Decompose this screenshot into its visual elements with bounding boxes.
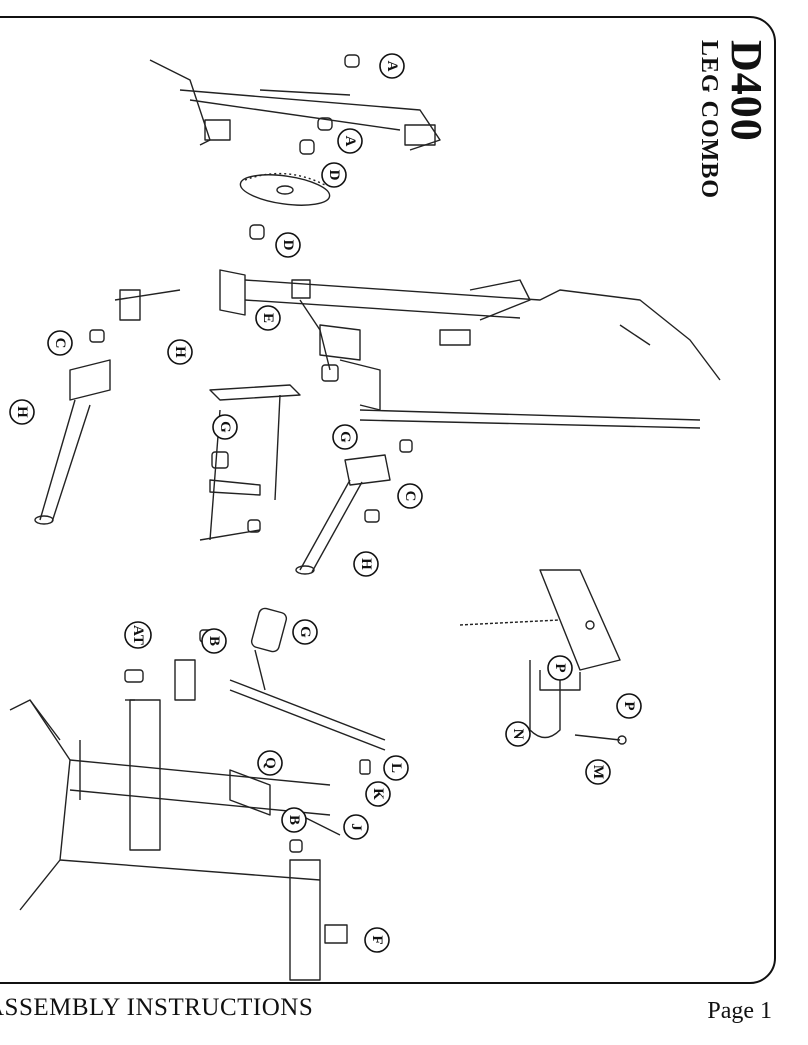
bench-frame <box>9 629 348 981</box>
callout-text: G <box>337 431 353 443</box>
callout-l: L <box>383 755 409 781</box>
callout-text: P <box>552 663 568 672</box>
callout-text: E <box>260 313 276 323</box>
left-leg-arm <box>34 289 181 525</box>
callout-text: C <box>52 338 68 349</box>
callout-c2: C <box>397 483 423 509</box>
callout-at: AT <box>124 621 152 649</box>
callout-text: B <box>206 636 222 646</box>
callout-d2: D <box>275 232 301 258</box>
callout-text: A <box>384 61 400 72</box>
callout-text: H <box>358 558 374 570</box>
adjustment-lever <box>459 569 621 691</box>
callout-a1: A <box>379 53 405 79</box>
seat-bracket <box>174 659 196 701</box>
callout-text: K <box>370 788 386 800</box>
callout-j: J <box>343 814 369 840</box>
callout-p2: P <box>616 693 642 719</box>
pin-m <box>574 734 621 741</box>
callout-g1: G <box>212 414 238 440</box>
page-number: Page 1 <box>707 998 772 1024</box>
callout-h1: H <box>167 339 193 365</box>
callout-p1: P <box>547 655 573 681</box>
long-rod <box>229 607 386 775</box>
callout-text: B <box>286 815 302 825</box>
callout-f: F <box>364 927 390 953</box>
callout-text: F <box>369 935 385 944</box>
callout-b1: B <box>201 628 227 654</box>
callout-m: M <box>585 759 611 785</box>
callout-text: AT <box>130 625 146 645</box>
callout-text: P <box>621 701 637 710</box>
back-upright-frame <box>149 59 441 151</box>
callout-h3: H <box>353 551 379 577</box>
callout-n: N <box>505 721 531 747</box>
callout-labels: A A D D E C H H G G C H G B AT L K Q J B… <box>9 53 642 953</box>
bracket-q <box>229 769 271 816</box>
callout-text: L <box>388 763 404 773</box>
callout-e: E <box>255 305 281 331</box>
right-leg-arm <box>295 439 413 575</box>
footer-section-title: ASSEMBLY INSTRUCTIONS <box>0 994 314 1021</box>
callout-text: H <box>14 406 30 418</box>
weight-plate <box>239 172 331 206</box>
callout-text: D <box>326 170 342 181</box>
callout-a2: A <box>337 128 363 154</box>
callout-text: M <box>590 765 606 779</box>
callout-g2: G <box>332 424 358 450</box>
callout-text: H <box>172 346 188 358</box>
bushing-d-bottom <box>249 224 265 240</box>
callout-g3: G <box>292 619 318 645</box>
callout-k: K <box>365 781 391 807</box>
callout-text: J <box>348 823 364 831</box>
callout-text: D <box>280 240 296 251</box>
callout-text: C <box>402 491 418 502</box>
callout-text: G <box>297 626 313 638</box>
callout-h2: H <box>9 399 35 425</box>
callout-text: N <box>510 729 526 740</box>
page-border <box>0 16 776 984</box>
main-frame <box>219 269 721 429</box>
callout-b2: B <box>281 807 307 833</box>
callout-text: A <box>342 136 358 147</box>
callout-d1: D <box>321 162 347 188</box>
nut-a-2 <box>317 117 333 131</box>
callout-text: Q <box>262 757 278 769</box>
nut-a-1 <box>344 54 360 68</box>
callout-c1: C <box>47 330 73 356</box>
callout-text: G <box>217 421 233 433</box>
callout-q: Q <box>257 750 283 776</box>
middle-frame <box>199 364 339 541</box>
bushing-d-top <box>299 139 315 155</box>
